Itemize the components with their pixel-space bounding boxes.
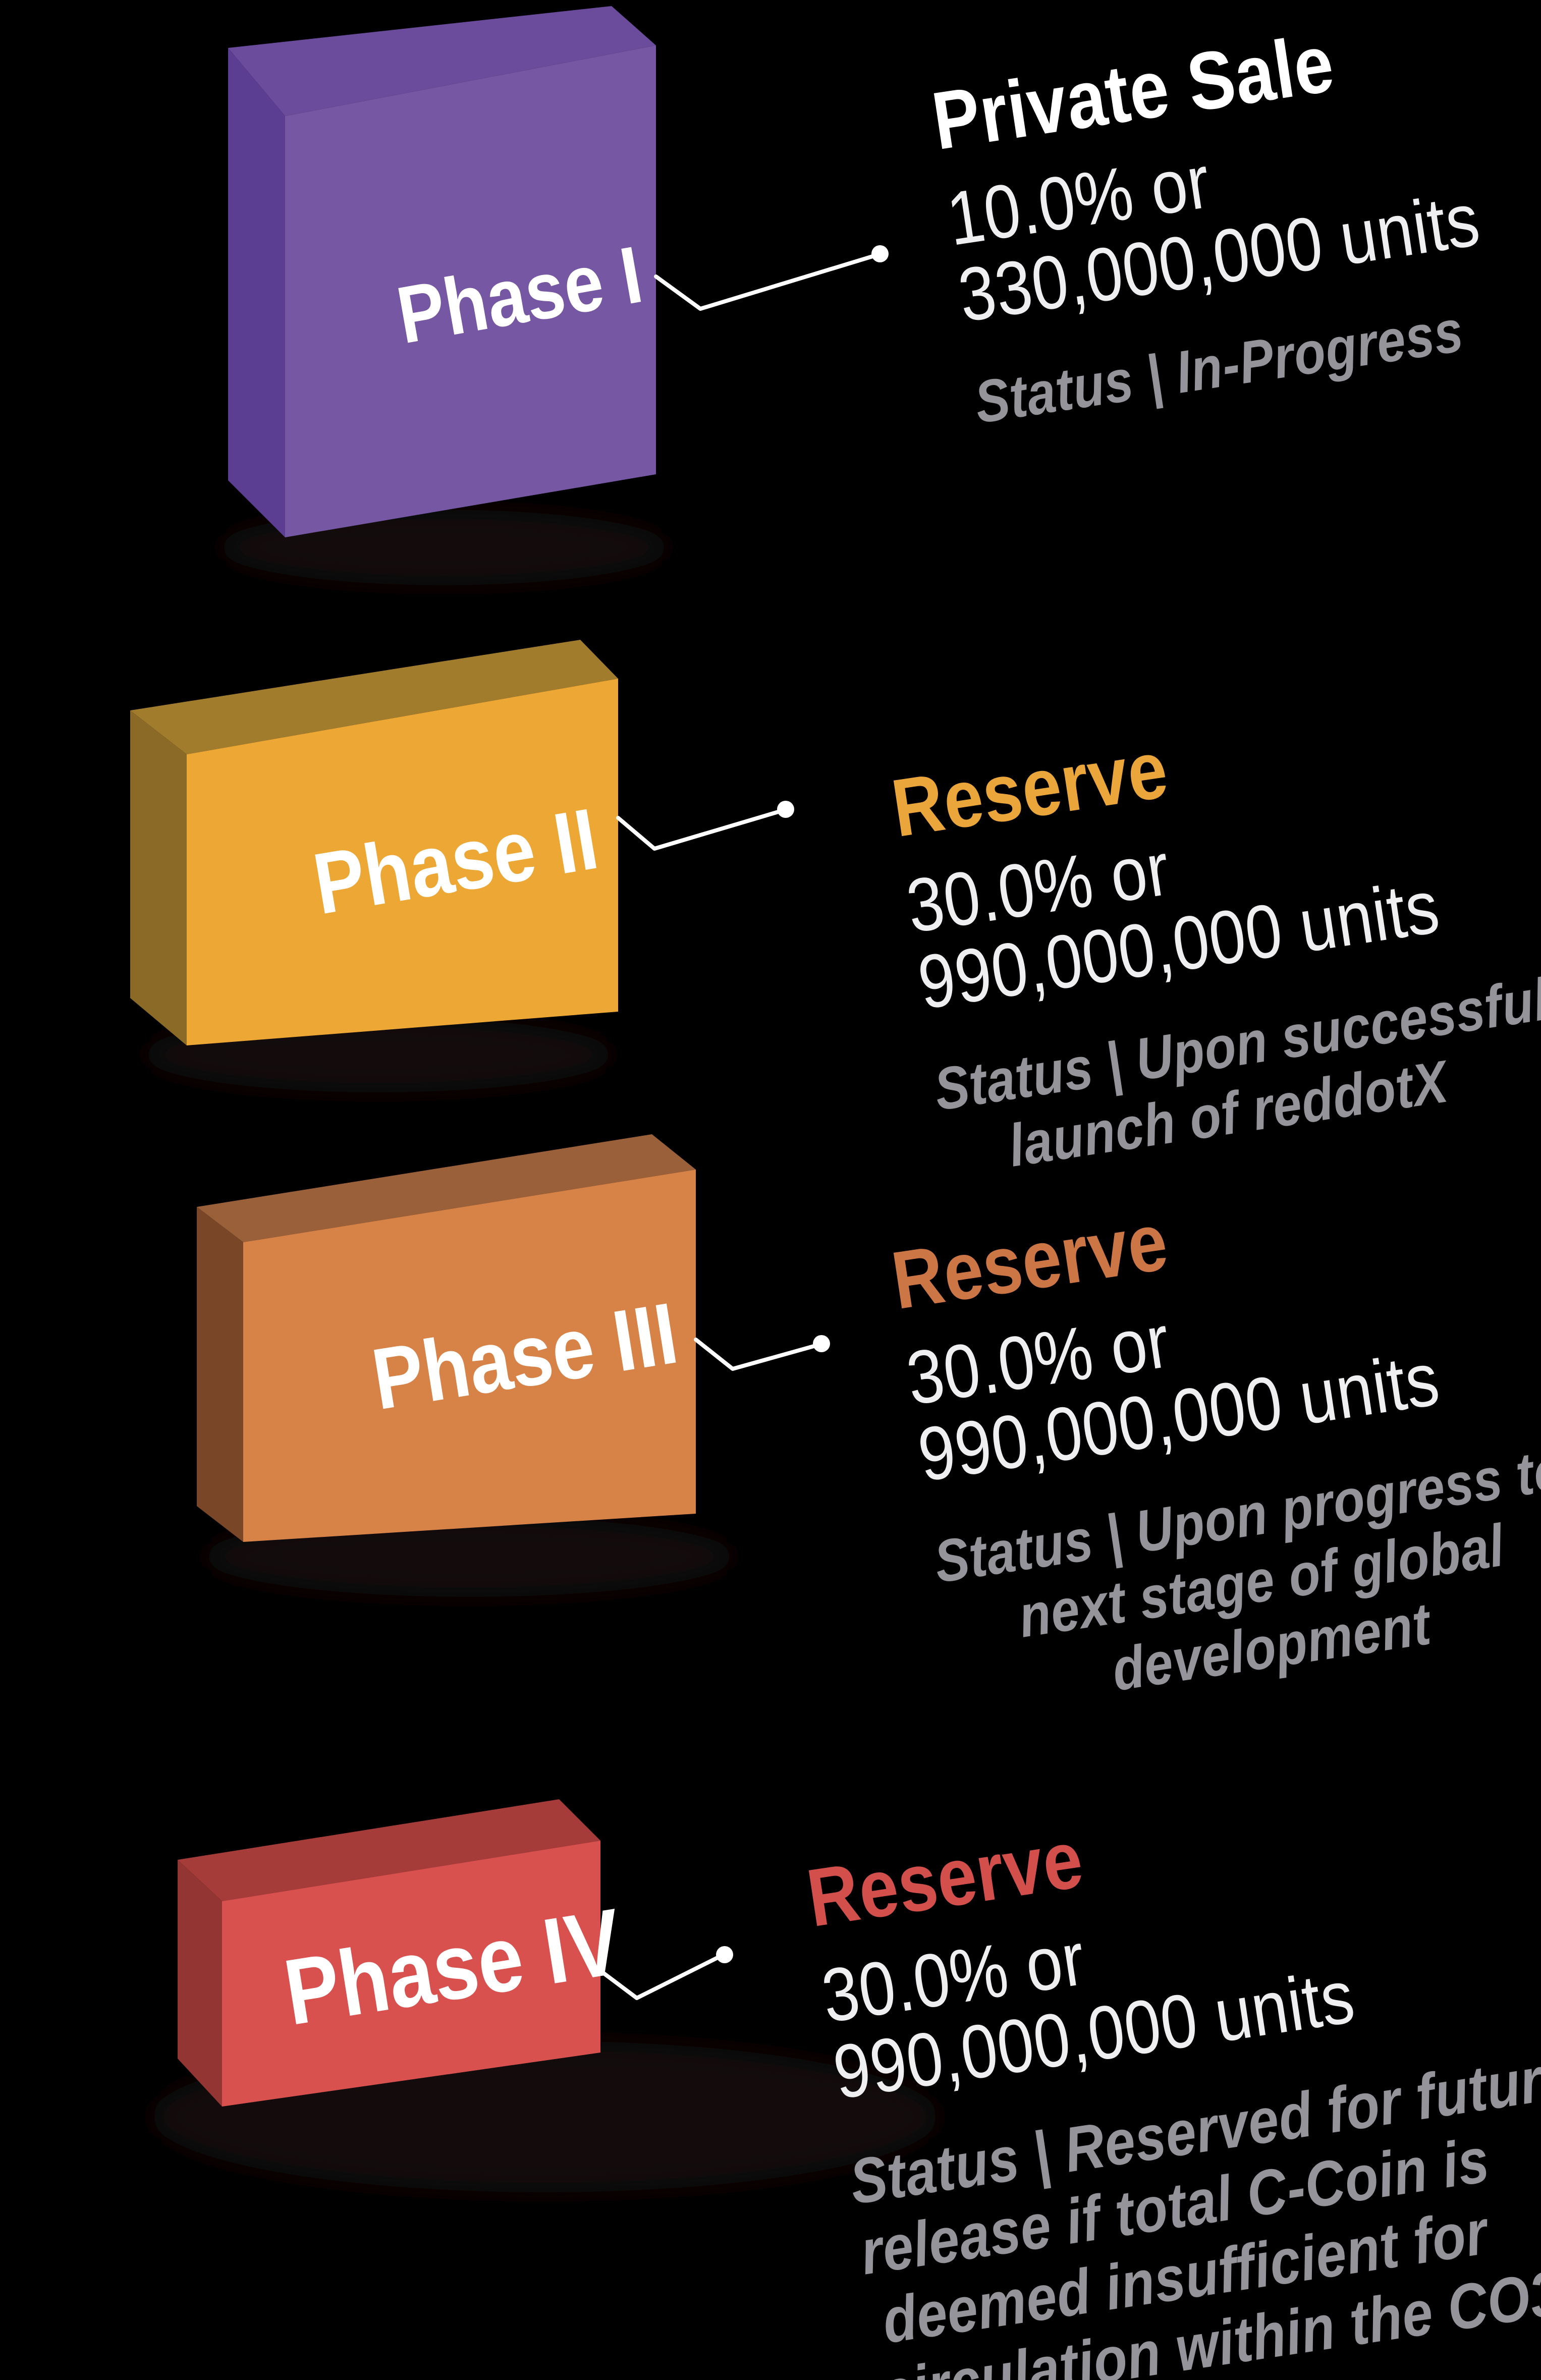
phase-1-box-label-text: Phase I bbox=[390, 229, 649, 361]
phase-1-box bbox=[217, 6, 889, 585]
phase-2-connector bbox=[616, 809, 784, 851]
phase-3-connector-dot bbox=[813, 1335, 830, 1352]
phase-4-side-face bbox=[178, 1860, 222, 2107]
phase-2-front-face bbox=[187, 679, 618, 1045]
phase-4-front-face bbox=[222, 1841, 600, 2107]
phase-3-side-face bbox=[197, 1207, 243, 1542]
phase-1-top-face bbox=[228, 6, 656, 116]
phase-3-front-face bbox=[243, 1170, 696, 1542]
phase-4-status: Status | Reserved for future release if … bbox=[845, 2039, 1541, 2380]
phase-2-box-label-text: Phase II bbox=[307, 790, 605, 933]
phase-2-top-face bbox=[130, 640, 618, 754]
phase-4-box-label-text: Phase IV bbox=[278, 1889, 629, 2045]
phase-4-box bbox=[151, 1799, 939, 2192]
phase-4-top-face bbox=[178, 1799, 600, 1901]
phase-1-side-face bbox=[228, 48, 285, 537]
phase-3-connector bbox=[694, 1338, 819, 1371]
phase-3-box-label-text: Phase III bbox=[366, 1284, 684, 1428]
phase-4-connector bbox=[598, 1954, 723, 2000]
phase-1-connector-dot bbox=[871, 245, 889, 262]
phase-3-box bbox=[197, 1134, 830, 1597]
phase-3-top-face bbox=[197, 1134, 696, 1242]
phase-3-shadow bbox=[202, 1516, 737, 1597]
phase-2-connector-dot bbox=[777, 801, 794, 818]
phase-2-box bbox=[130, 640, 794, 1092]
phase-4-connector-dot bbox=[716, 1946, 733, 1963]
phase-1-front-face bbox=[285, 45, 656, 537]
phase-1-connector bbox=[654, 253, 878, 311]
phase-4-info: Reserve 30.0% or 990,000,000 units Statu… bbox=[802, 1750, 1541, 2380]
phase-2-side-face bbox=[130, 710, 187, 1045]
